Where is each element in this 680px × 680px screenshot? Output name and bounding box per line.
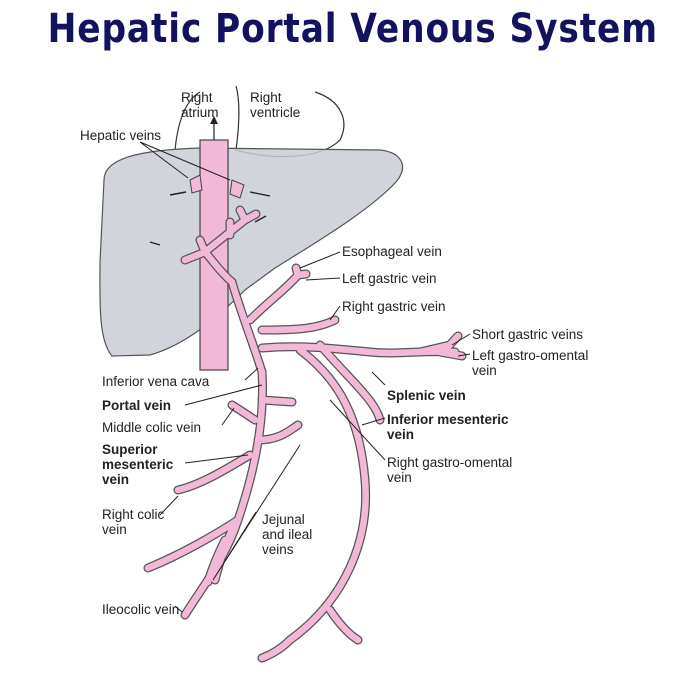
label-left-gastric-vein: Left gastric vein [342, 271, 437, 286]
leader-lines [139, 141, 471, 613]
label-line: atrium [181, 105, 219, 120]
label-line: vein [472, 363, 497, 378]
label-line: Superior [102, 442, 158, 457]
label-line: Right gastro-omental [387, 455, 513, 470]
label-right-gastric-vein: Right gastric vein [342, 299, 446, 314]
label-middle-colic-vein: Middle colic vein [102, 420, 202, 435]
label-line: vein [387, 427, 415, 442]
label-inferior-vena-cava: Inferior vena cava [102, 374, 210, 389]
label-line: Inferior mesenteric [387, 412, 509, 427]
label-line: Jejunal [262, 512, 305, 527]
label-line: mesenteric [102, 457, 174, 472]
label-ileocolic-vein: Ileocolic vein [102, 602, 180, 617]
label-line: Right colic [102, 507, 165, 522]
label-line: vein [102, 522, 127, 537]
label-line: Left gastro-omental [472, 348, 589, 363]
label-short-gastric-veins: Short gastric veins [472, 327, 584, 342]
label-splenic-vein: Splenic vein [387, 388, 466, 403]
label-line: ventricle [250, 105, 301, 120]
label-esophageal-vein: Esophageal vein [342, 244, 442, 259]
label-line: Right [181, 90, 213, 105]
label-line: Right [250, 90, 282, 105]
label-portal-vein: Portal vein [102, 398, 172, 413]
label-line: vein [387, 470, 412, 485]
label-line: and ileal [262, 527, 313, 542]
page-title: Hepatic Portal Venous System [47, 6, 658, 52]
label-line: vein [102, 472, 130, 487]
label-hepatic-veins: Hepatic veins [80, 128, 162, 143]
label-line: veins [262, 542, 294, 557]
liver [99, 147, 403, 357]
